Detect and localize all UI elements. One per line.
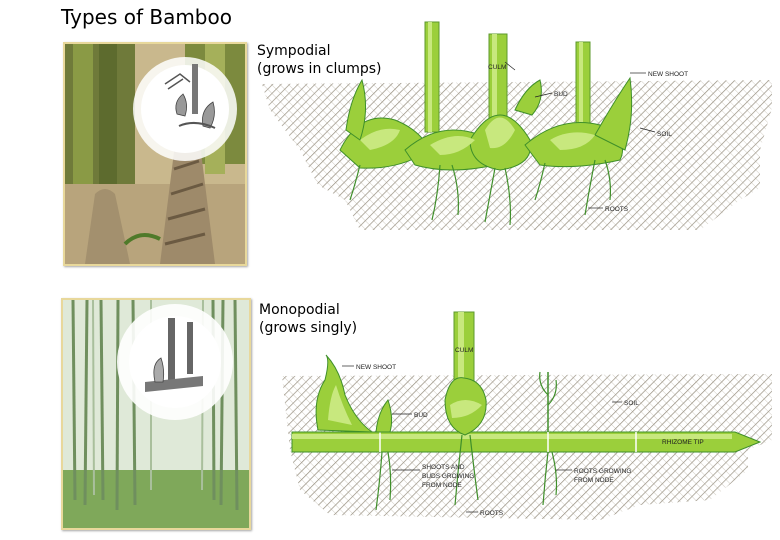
monopodial-roots	[375, 434, 558, 511]
sympodial-label-new-shoot: NEW SHOOT	[648, 71, 688, 78]
monopodial-label-shoots-1: SHOOTS AND	[422, 464, 465, 471]
monopodial-caption-title: Monopodial	[259, 302, 340, 318]
monopodial-label-roots-node-1: ROOTS GROWING	[574, 468, 631, 475]
sympodial-culms	[424, 21, 591, 137]
monopodial-label-rhizome-tip: RHIZOME TIP	[662, 439, 704, 446]
sympodial-label-roots: ROOTS	[605, 206, 629, 213]
sympodial-bud	[514, 79, 542, 116]
monopodial-label-roots: ROOTS	[480, 510, 504, 517]
sympodial-rhizome-highlights	[360, 117, 595, 155]
monopodial-label-roots-node-2: FROM NODE	[574, 477, 614, 484]
monopodial-label-new-shoot: NEW SHOOT	[356, 364, 396, 371]
sympodial-photo-illustration	[65, 44, 245, 264]
sympodial-caption-title: Sympodial	[257, 43, 331, 59]
page-title: Types of Bamboo	[61, 5, 232, 29]
monopodial-label-bud: BUD	[414, 412, 428, 419]
sympodial-label-bud: BUD	[554, 91, 568, 98]
monopodial-bamboo-photo	[61, 298, 251, 530]
monopodial-label-soil: SOIL	[624, 400, 639, 407]
sympodial-caption-subtitle: (grows in clumps)	[257, 61, 382, 77]
sympodial-bamboo-photo	[63, 42, 247, 266]
sympodial-label-soil: SOIL	[657, 131, 672, 138]
monopodial-caption: Monopodial (grows singly)	[259, 301, 357, 337]
monopodial-photo-illustration	[63, 300, 249, 528]
sympodial-diagram: CULM NEW SHOOT BUD SOIL ROOTS	[262, 21, 772, 230]
monopodial-caption-subtitle: (grows singly)	[259, 320, 358, 336]
monopodial-label-shoots-2: BUDS GROWING	[422, 473, 474, 480]
monopodial-diagram: CULM NEW SHOOT BUD SOIL RHIZOME TIP SHOO…	[282, 311, 772, 520]
sympodial-roots	[349, 159, 612, 226]
monopodial-bud	[375, 398, 393, 433]
monopodial-label-culm: CULM	[455, 347, 473, 354]
sympodial-label-culm: CULM	[488, 64, 506, 71]
monopodial-label-shoots-3: FROM NODE	[422, 482, 462, 489]
sympodial-caption: Sympodial (grows in clumps)	[257, 42, 382, 78]
